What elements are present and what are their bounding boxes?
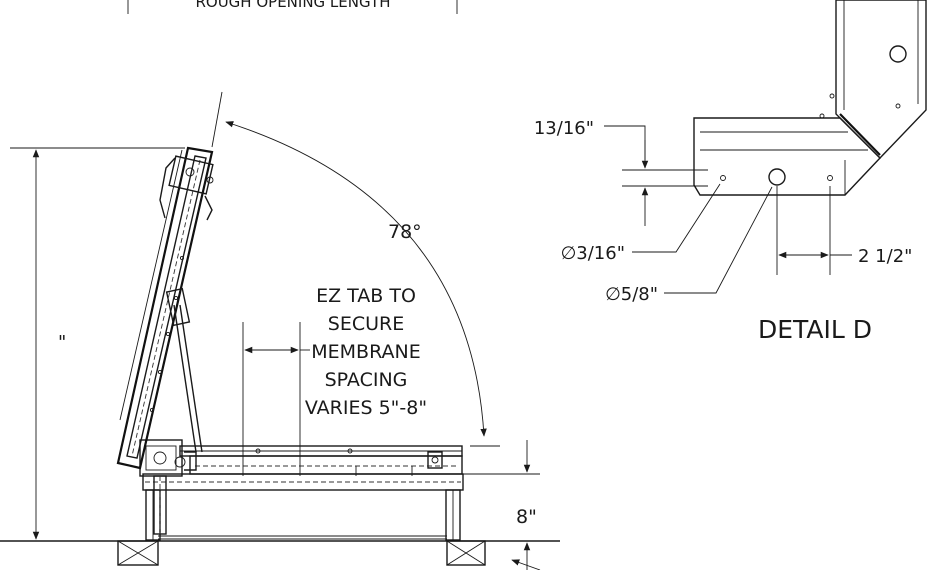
open-angle-label: 78° [388,221,422,243]
overall-height-label: " [58,332,66,353]
detail-dim-large-hole: ∅5/8" [605,186,773,305]
ez-tab-note-line1: EZ TAB TO [316,285,416,307]
rough-opening-dimension: ROUGH OPENING LENGTH [127,0,458,14]
open-cover [116,146,214,470]
detail-dim-spacing: 2 1/2" [776,186,912,275]
ez-tab-note-line5: VARIES 5"-8" [305,397,427,419]
curb [142,473,464,541]
side-view: " 78° EZ TAB TO SECURE MEMBRANE SPACING … [0,91,560,570]
ez-tab-note-line4: SPACING [325,369,408,391]
detail-corner-hole [889,45,907,63]
detail-dim-top-label: 13/16" [534,118,594,139]
hinge-assembly [139,439,197,535]
detail-dim-spacing-label: 2 1/2" [858,246,912,267]
detail-title: DETAIL D [758,315,872,344]
ez-tab-note: EZ TAB TO SECURE MEMBRANE SPACING VARIES… [305,285,427,419]
detail-d: 13/16" ∅3/16" ∅5/8" 2 1/2" DETAIL D [534,0,927,344]
detail-small-hole [720,175,726,181]
detail-dim-top: 13/16" [534,118,708,226]
overall-height-dimension: " [10,147,185,542]
curb-height-dimension: 8" [462,440,541,570]
ez-tab-note-line3: MEMBRANE [311,341,420,363]
detail-dim-large-hole-label: ∅5/8" [605,284,658,305]
wood-block-right [446,540,486,566]
detail-dim-small-hole-label: ∅3/16" [561,243,625,264]
open-angle-dimension: 78° [211,91,500,447]
curb-height-label: 8" [516,506,537,528]
wood-block-left [117,540,159,566]
rough-opening-label: ROUGH OPENING LENGTH [195,0,390,11]
hatch-frame [179,445,463,476]
detail-dim-small-hole: ∅3/16" [561,183,721,264]
detail-large-hole [768,168,786,186]
ez-tab-note-line2: SECURE [328,313,404,335]
ez-tab-dimension [242,322,310,466]
